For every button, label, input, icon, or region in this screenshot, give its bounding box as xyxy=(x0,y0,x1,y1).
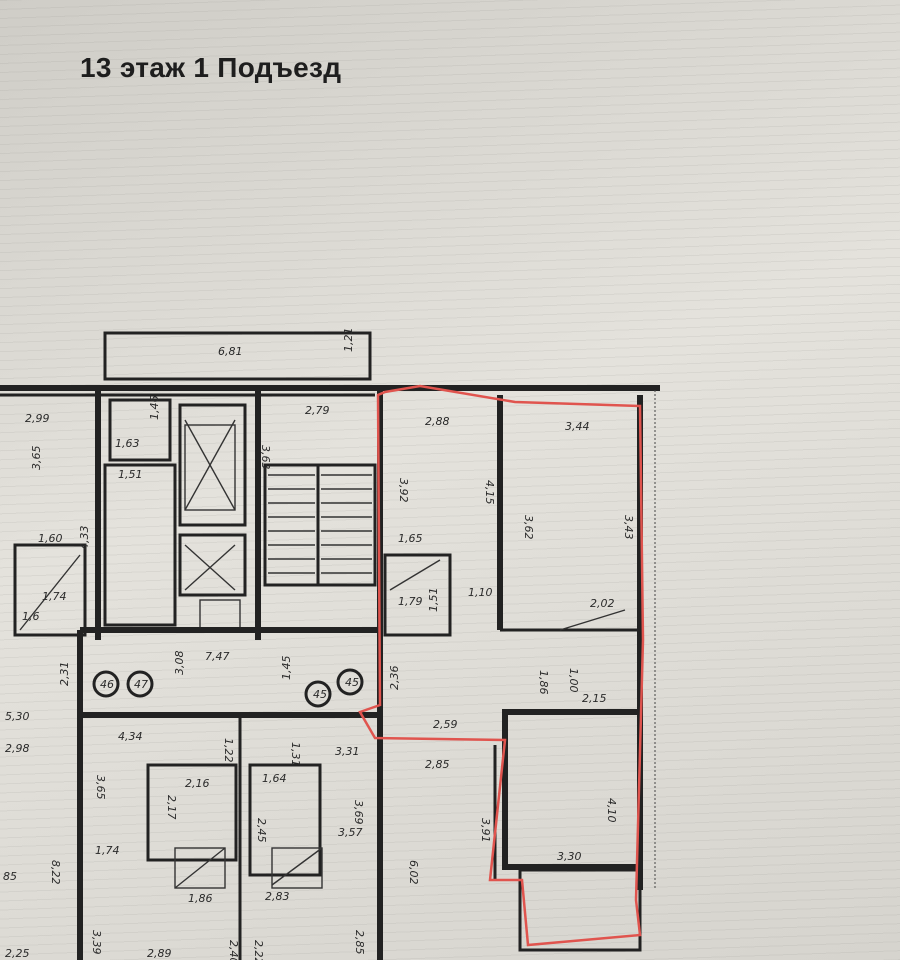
dim-label-lower-l: 1,74 xyxy=(95,844,120,857)
dim-label-lower-o: 3,91 xyxy=(479,818,492,843)
dim-label-hall-h1: 2,31 xyxy=(58,662,71,687)
dim-label-room2-v2: 3,43 xyxy=(622,515,635,540)
dim-label-hall-h2: 3,08 xyxy=(173,651,186,676)
dim-label-shaft-c: 45 xyxy=(313,688,327,701)
dim-label-lower-x: 2,89 xyxy=(147,947,172,960)
dim-label-entry-w: 2,59 xyxy=(433,718,458,731)
dim-label-kitchen-door: 2,02 xyxy=(590,597,615,610)
staircase xyxy=(263,463,377,587)
lower-room-a xyxy=(146,763,238,862)
dim-label-left-room-top: 2,99 xyxy=(25,412,50,425)
dim-label-room3-w: 3,30 xyxy=(557,850,582,863)
dim-label-lower-j: 3,69 xyxy=(352,800,365,825)
dim-label-lower-t: 2,22 xyxy=(252,940,265,960)
dim-label-lower-p: 6,02 xyxy=(407,860,420,885)
dim-label-room3-h: 4,10 xyxy=(605,798,618,823)
dim-label-left-closet-w: 1,60 xyxy=(38,532,63,545)
lower-wc-a xyxy=(174,847,226,889)
dim-label-lower-h: 1,64 xyxy=(262,772,287,785)
dim-label-lower-c: 1,31 xyxy=(289,742,302,767)
dim-label-lower-w: 2,83 xyxy=(265,890,290,903)
dim-label-lower-left-w2: 2,98 xyxy=(5,742,30,755)
dim-label-lower-d: 3,31 xyxy=(335,745,360,758)
dim-label-room1-v2: 4,15 xyxy=(483,480,496,505)
dim-label-shaft-b: 47 xyxy=(134,678,148,691)
dim-label-lower-left-w: 5,30 xyxy=(5,710,30,723)
dim-label-lower-n: 2,85 xyxy=(425,758,450,771)
dim-label-room1-w: 2,88 xyxy=(425,415,450,428)
dim-label-lower-m: 1,86 xyxy=(188,892,213,905)
dim-label-bath-w: 1,65 xyxy=(398,532,423,545)
dim-label-corr-v2: 1,00 xyxy=(567,668,580,693)
dim-label-hall-len: 7,47 xyxy=(205,650,230,663)
dim-label-lower-k: 3,57 xyxy=(338,826,363,839)
dim-label-lower-q: 8,22 xyxy=(49,860,62,885)
dim-label-room1-h: 3,92 xyxy=(397,478,410,503)
small-room-a xyxy=(108,398,172,462)
apartment-highlight-outline xyxy=(358,384,645,947)
dim-label-shaft-d: 45 xyxy=(345,676,359,689)
lower-balcony xyxy=(518,868,642,952)
left-closet xyxy=(13,543,87,637)
dim-label-lower-b: 1,22 xyxy=(222,738,235,763)
shaft-circle-1 xyxy=(92,670,120,698)
elevator-shaft-2 xyxy=(178,533,247,597)
dim-label-lower-s: 2,40 xyxy=(227,940,240,960)
dim-label-corr-w: 2,15 xyxy=(582,692,607,705)
dim-label-lower-g: 2,17 xyxy=(165,795,178,820)
dim-label-bath-h: 1,79 xyxy=(398,595,423,608)
shaft-circle-3 xyxy=(304,680,332,708)
dim-label-left-small-3: 1,51 xyxy=(118,468,143,481)
dim-label-corr-small: 1,10 xyxy=(468,586,493,599)
dim-label-left-small-1: 1,63 xyxy=(115,437,140,450)
dim-label-room2-h: 3,62 xyxy=(522,515,535,540)
dim-label-lower-i: 2,45 xyxy=(255,818,268,843)
dim-label-shaft-a: 46 xyxy=(100,678,114,691)
bathroom xyxy=(383,553,452,637)
dim-label-corr-v1: 1,86 xyxy=(537,670,550,695)
dim-label-hall-h3: 1,45 xyxy=(280,656,293,681)
dim-label-bath-v: 1,51 xyxy=(427,588,440,613)
dim-label-left-vert: 4,33 xyxy=(78,526,91,551)
dim-label-left-closet-s: 1,6 xyxy=(22,610,40,623)
dim-label-lower-v: 2,25 xyxy=(5,947,30,960)
dim-label-stair-top: 2,79 xyxy=(305,404,330,417)
shaft-circle-4 xyxy=(336,668,364,696)
dim-label-stair-side: 3,63 xyxy=(259,445,272,470)
dim-label-hall-right-v: 2,36 xyxy=(388,666,401,691)
dim-label-room2-w: 3,44 xyxy=(565,420,590,433)
room-3 xyxy=(502,709,643,870)
lower-wc-b xyxy=(271,847,323,889)
elevator-shaft-1 xyxy=(178,403,247,527)
dim-label-lower-e: 3,65 xyxy=(94,775,107,800)
dim-label-balcony-top: 6,81 xyxy=(218,345,243,358)
dim-label-lower-a: 4,34 xyxy=(118,730,143,743)
dim-label-left-room-side: 3,65 xyxy=(30,446,43,471)
dim-label-left-closet-h: 1,74 xyxy=(42,590,67,603)
dim-label-left-small-2: 1,46 xyxy=(148,396,161,421)
page-title: 13 этаж 1 Подъезд xyxy=(80,52,342,83)
dim-label-lower-u: 2,85 xyxy=(353,930,366,955)
dim-label-lower-y: 85 xyxy=(3,870,17,883)
dim-label-lower-r: 3,39 xyxy=(90,930,103,955)
left-closet-diagonal xyxy=(19,554,81,631)
shaft-circle-2 xyxy=(126,670,154,698)
dim-label-balcony-top-side: 1,21 xyxy=(342,328,355,353)
dim-label-lower-f: 2,16 xyxy=(185,777,210,790)
kitchen-door-arc xyxy=(559,609,626,631)
top-balcony xyxy=(103,331,372,381)
left-room xyxy=(103,463,177,627)
